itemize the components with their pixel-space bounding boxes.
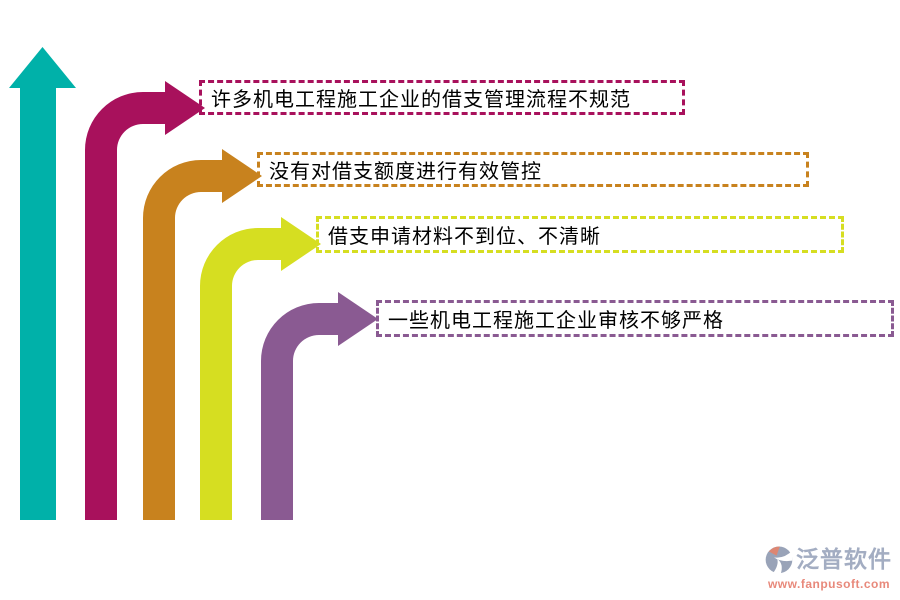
up-arrow-teal [9,47,76,520]
brand-url: www.fanpusoft.com [767,577,890,591]
curved-arrow-3 [200,217,321,520]
curved-arrow-1 [85,81,205,520]
curved-arrow-2 [143,149,262,520]
callout-text-2: 没有对借支额度进行有效管控 [269,161,542,183]
callout-box-1: 许多机电工程施工企业的借支管理流程不规范 [199,80,685,115]
callout-box-2: 没有对借支额度进行有效管控 [257,152,809,187]
callout-text-4: 一些机电工程施工企业审核不够严格 [388,310,724,332]
callout-box-3: 借支申请材料不到位、不清晰 [316,216,844,253]
brand-name: 泛普软件 [796,545,892,572]
callout-box-4: 一些机电工程施工企业审核不够严格 [376,300,894,337]
fanpu-logo-icon [765,546,793,574]
callout-text-3: 借支申请材料不到位、不清晰 [328,226,601,248]
curved-arrow-4 [261,292,378,520]
watermark: 泛普软件 www.fanpusoft.com [732,543,892,590]
callout-text-1: 许多机电工程施工企业的借支管理流程不规范 [211,89,631,111]
